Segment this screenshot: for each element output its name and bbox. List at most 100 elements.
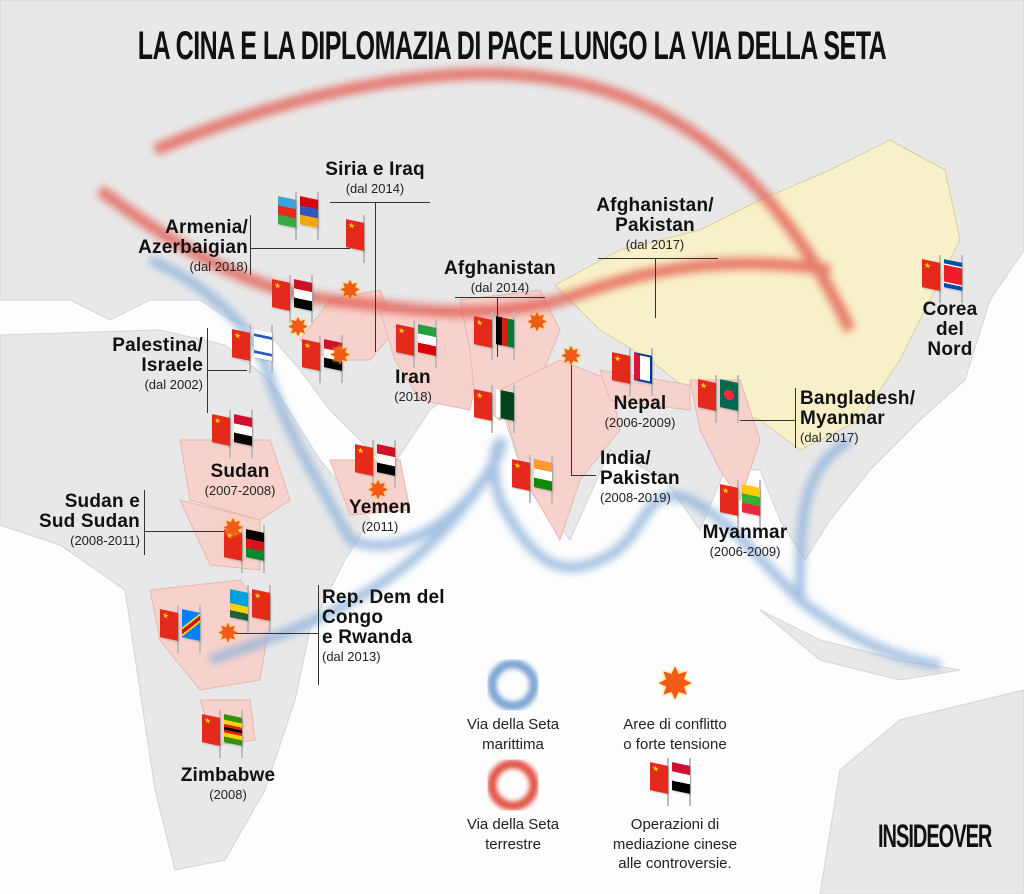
china-flag-icon	[252, 589, 270, 621]
leader-line	[318, 585, 319, 685]
leader-line	[740, 420, 795, 421]
flags-china-india	[512, 455, 556, 505]
flags-china-iran	[396, 320, 440, 370]
rwanda-flag-icon	[230, 589, 248, 621]
explosion-icon: ✸	[329, 340, 351, 370]
leader-line	[207, 370, 247, 371]
china-flag-icon	[202, 714, 220, 746]
flags-china-afghanistan	[474, 312, 518, 362]
explosion-icon: ✸	[222, 513, 244, 543]
leader-line	[598, 258, 718, 259]
leader-line	[144, 531, 234, 532]
nepal-flag-icon	[634, 352, 652, 384]
insideover-logo: INSIDEOVER	[878, 820, 992, 856]
sea-route-ring-icon	[487, 659, 539, 711]
flags-china-bangladesh	[698, 375, 742, 425]
sea-route	[148, 255, 941, 670]
label-title: del Nord	[927, 318, 973, 360]
label-title: Afghanistan	[444, 258, 556, 279]
explosion-icon: ✸	[217, 618, 239, 648]
bangladesh-flag-icon	[720, 379, 738, 411]
leader-line	[144, 490, 145, 555]
label-sudan: Sudan(2007-2008)	[205, 462, 276, 498]
label-title: Nepal	[613, 393, 667, 414]
south-sudan-flag-icon	[246, 529, 264, 561]
iran-flag-icon	[418, 324, 436, 356]
leader-line	[330, 202, 430, 203]
label-title: Israele	[141, 354, 203, 376]
explosion-icon: ✸	[287, 312, 309, 342]
flags-china-congo	[160, 605, 204, 655]
explosion-icon: ✸	[339, 275, 361, 305]
leader-line	[455, 297, 545, 298]
label-india-pakistan: India/Pakistan(2008-2019)	[600, 449, 680, 505]
flags-china-nepal	[612, 348, 656, 398]
label-palestina-israele: Palestina/Israele(dal 2002)	[112, 336, 203, 392]
flags-china-israel	[232, 325, 276, 375]
china-flag-icon	[612, 352, 630, 384]
mediation-countries	[149, 289, 761, 746]
label-date: (2011)	[361, 518, 399, 534]
armenia-flag-icon	[300, 196, 318, 228]
label-date: (2007-2008)	[204, 482, 276, 498]
china-flag-icon	[512, 459, 530, 491]
label-siria-iraq: Siria e Iraq(dal 2014)	[325, 160, 425, 196]
label-title: Rep. Dem del	[322, 587, 445, 608]
china-flag-icon	[474, 389, 492, 421]
leader-line	[230, 633, 318, 634]
label-title: Afghanistan/	[596, 195, 714, 216]
indonesia-islands	[759, 609, 961, 681]
label-title: Armenia/	[165, 217, 248, 238]
flags-china-yemen	[355, 440, 399, 490]
leader-line	[655, 258, 656, 318]
pakistan-flag-icon	[496, 389, 514, 421]
label-title: Sudan	[210, 461, 270, 482]
label-title: Azerbaigian	[138, 236, 248, 258]
label-title: Corea	[922, 299, 978, 320]
label-title: Siria e Iraq	[325, 159, 425, 180]
label-date: (dal 2014)	[470, 279, 530, 295]
label-nepal: Nepal(2006-2009)	[605, 394, 676, 430]
congo-flag-icon	[182, 609, 200, 641]
leader-line	[375, 202, 376, 352]
label-title: Congo	[322, 606, 384, 628]
label-title: Sudan e	[64, 491, 140, 512]
flags-china-syria	[272, 275, 316, 325]
china-flag-icon	[346, 219, 364, 251]
land-route-ring-icon	[487, 759, 539, 811]
label-title: Zimbabwe	[180, 765, 276, 786]
zimbabwe-flag-icon	[224, 714, 242, 746]
syria-flag-icon	[294, 279, 312, 311]
label-date: (2008-2019)	[600, 489, 671, 505]
leader-line	[795, 388, 796, 448]
flags-china-north-korea	[922, 255, 966, 305]
label-iran: Iran(2018)	[394, 368, 432, 404]
myanmar-flag-icon	[742, 484, 760, 516]
label-title: Myanmar	[800, 407, 885, 429]
china-flag-icon	[474, 316, 492, 348]
china-flag-icon	[160, 609, 178, 641]
label-title: Yemen	[348, 497, 412, 518]
legend-flags-icon	[650, 758, 694, 808]
label-armenia-azerbaigian: Armenia/Azerbaigian(dal 2018)	[138, 218, 248, 274]
label-title: Pakistan	[615, 214, 695, 236]
label-title: e Rwanda	[322, 626, 413, 648]
flags-china	[346, 215, 390, 265]
flags-china-pakistan	[474, 385, 518, 435]
label-afghanistan: Afghanistan(dal 2014)	[444, 259, 556, 295]
explosion-icon: ✸	[560, 341, 582, 371]
label-date: (2008-2011)	[70, 532, 140, 548]
label-afghanistan-pakistan: Afghanistan/Pakistan(dal 2017)	[596, 196, 713, 252]
yemen-flag-icon	[377, 444, 395, 476]
label-date: (dal 2013)	[322, 648, 381, 664]
china-flag-icon	[272, 279, 290, 311]
label-title: Palestina/	[112, 335, 203, 356]
australia-landmass	[819, 689, 1024, 894]
label-title: India/	[600, 448, 651, 469]
india-flag-icon	[534, 459, 552, 491]
